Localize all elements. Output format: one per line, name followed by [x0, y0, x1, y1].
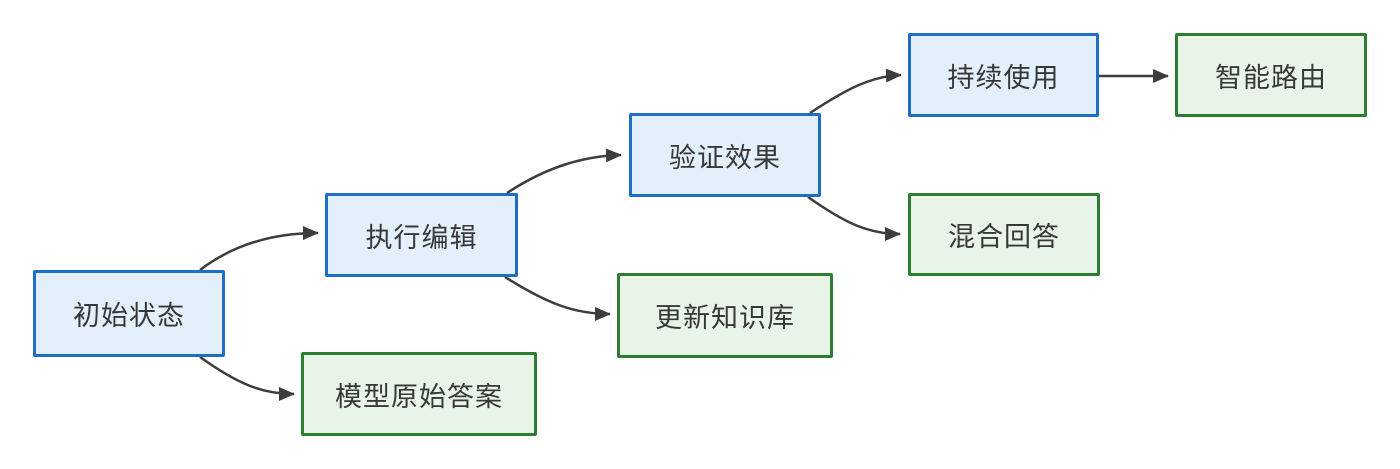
node-intelligent-routing-label: 智能路由 [1215, 62, 1327, 93]
node-continuous-use-label: 持续使用 [947, 62, 1060, 93]
node-update-knowledge-base: 更新知识库 [617, 273, 833, 358]
node-execute-edit: 执行编辑 [325, 193, 518, 277]
edge-initial-state-to-execute-edit [199, 226, 319, 271]
node-execute-edit-label: 执行编辑 [365, 222, 478, 253]
edge-execute-edit-to-update-knowledge-base [504, 275, 611, 321]
node-intelligent-routing: 智能路由 [1175, 33, 1367, 117]
node-update-knowledge-base-label: 更新知识库 [655, 303, 795, 333]
edge-initial-state-to-model-original-answer [199, 355, 295, 401]
edge-verify-effect-to-mixed-answer [807, 195, 901, 241]
node-initial-state: 初始状态 [33, 270, 225, 357]
node-mixed-answer: 混合回答 [908, 193, 1100, 276]
node-model-original-answer: 模型原始答案 [301, 352, 537, 436]
node-continuous-use: 持续使用 [908, 33, 1099, 117]
node-mixed-answer-label: 混合回答 [948, 222, 1060, 252]
edge-execute-edit-to-verify-effect [506, 148, 622, 195]
edge-verify-effect-to-continuous-use [809, 68, 902, 115]
node-initial-state-label: 初始状态 [73, 301, 185, 331]
node-model-original-answer-label: 模型原始答案 [335, 381, 503, 412]
node-verify-effect-label: 验证效果 [669, 142, 781, 173]
node-verify-effect: 验证效果 [629, 113, 821, 197]
